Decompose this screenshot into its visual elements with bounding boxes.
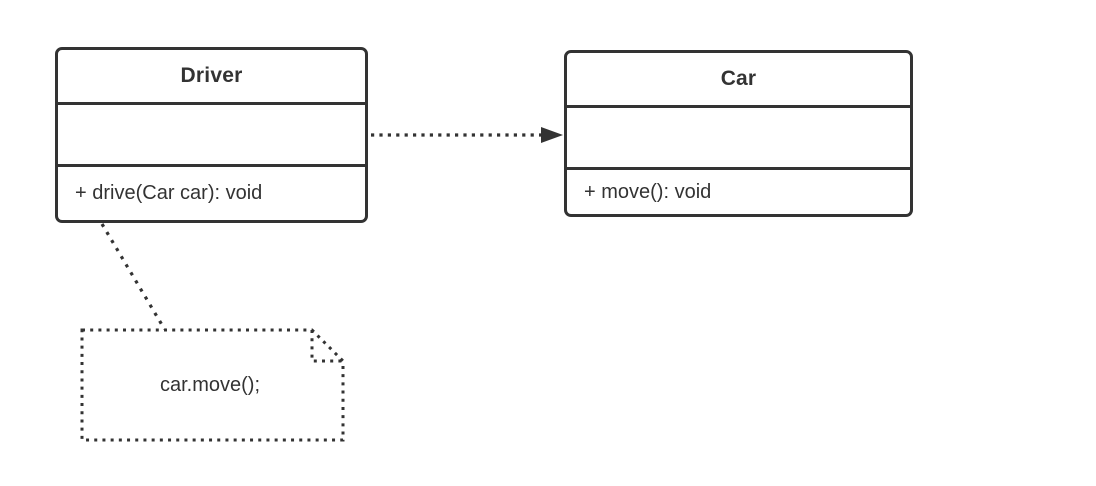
- class-box-car[interactable]: Car + move(): void: [564, 50, 913, 217]
- class-attributes-car: [567, 108, 910, 170]
- class-title-car: Car: [567, 53, 910, 108]
- note-shape[interactable]: [80, 328, 345, 442]
- class-attributes-driver: [58, 105, 365, 167]
- class-methods-driver: + drive(Car car): void: [58, 167, 365, 220]
- class-box-driver[interactable]: Driver + drive(Car car): void: [55, 47, 368, 223]
- note-text: car.move();: [159, 373, 261, 396]
- class-methods-car: + move(): void: [567, 170, 910, 214]
- method-label-driver: + drive(Car car): void: [75, 182, 263, 204]
- note-fold-icon: [310, 330, 343, 363]
- class-title-driver: Driver: [58, 50, 365, 105]
- dependency-arrowhead-icon: [541, 127, 563, 143]
- method-label-car: + move(): void: [584, 180, 712, 203]
- note-link-edge[interactable]: [100, 223, 167, 331]
